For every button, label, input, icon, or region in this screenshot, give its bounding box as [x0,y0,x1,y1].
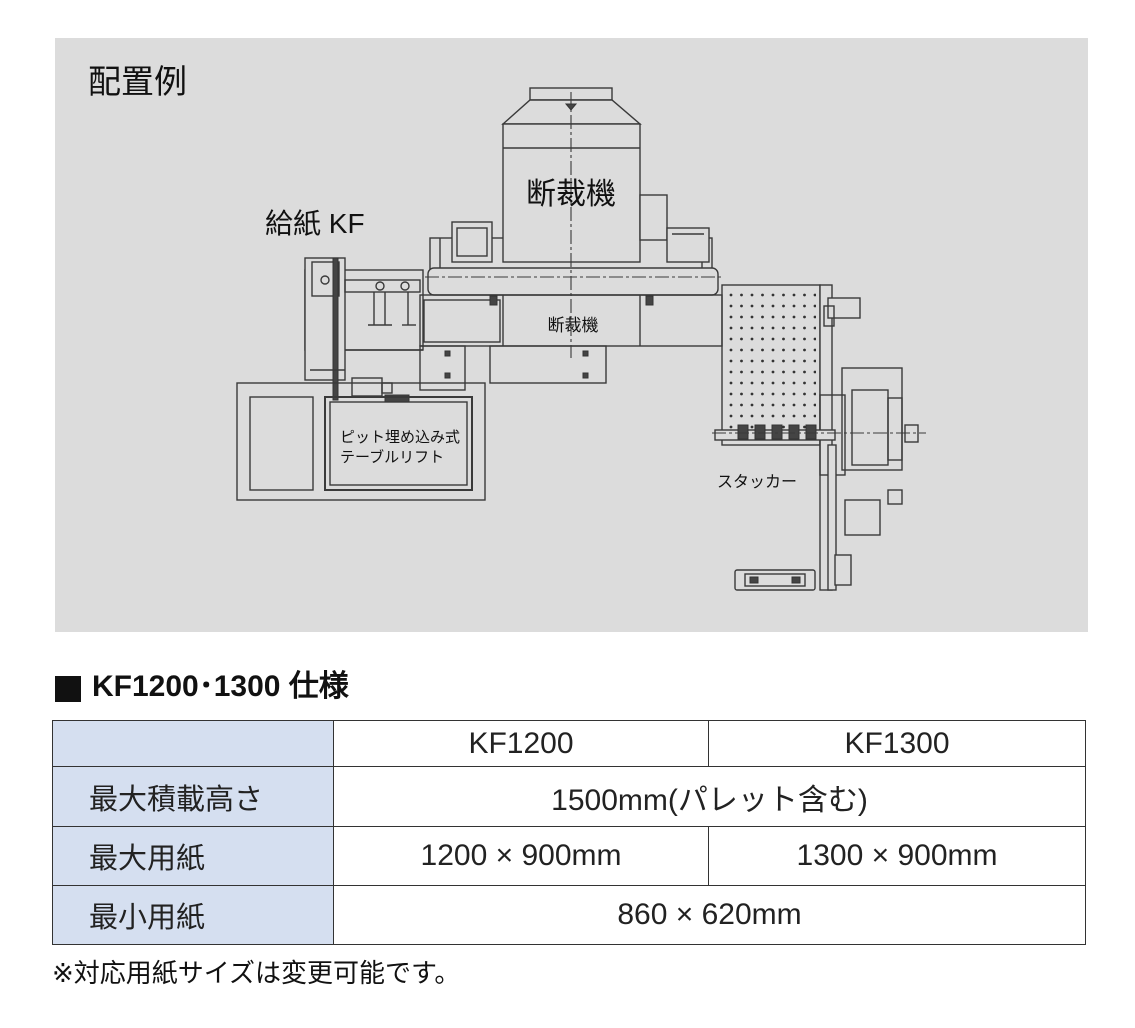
stacker: スタッカー [712,284,926,591]
table-row: 最小用紙 860 × 620mm [52,885,1086,945]
row-label-max-paper: 最大用紙 [52,826,334,886]
feeder-label: 給紙 KF [265,208,365,239]
layout-diagram: ピット埋め込み式 テーブルリフト 断裁機 断裁機 [236,87,926,591]
table-row: 最大積載高さ 1500mm(パレット含む) [52,766,1086,827]
spec-heading: KF1200･1300 仕様 [92,670,349,703]
row-label-min-paper: 最小用紙 [52,885,334,945]
pit-lift-label-line1: ピット埋め込み式 [340,429,460,446]
table-header-row: KF1200 KF1300 [52,720,1086,767]
min-paper-value: 860 × 620mm [333,885,1086,945]
cutter-machine: 断裁機 断裁機 [419,87,724,391]
cutter-small-label: 断裁機 [548,316,599,335]
pit-table-lift: ピット埋め込み式 テーブルリフト [236,382,486,501]
feeder-kf [304,257,424,403]
max-paper-kf1200-value: 1200 × 900mm [333,826,709,886]
column-header-kf1200: KF1200 [333,720,709,767]
pit-lift-label-line2: テーブルリフト [340,448,444,466]
cutter-large-label: 断裁機 [526,178,616,211]
table-corner-cell [52,720,334,767]
stacker-label: スタッカー [717,473,797,491]
table-row: 最大用紙 1200 × 900mm 1300 × 900mm [52,826,1086,886]
heading-square-icon [55,676,81,702]
max-paper-kf1300-value: 1300 × 900mm [708,826,1086,886]
spec-table: KF1200 KF1300 最大積載高さ 1500mm(パレット含む) 最大用紙… [52,720,1086,945]
max-load-height-value: 1500mm(パレット含む) [333,766,1086,827]
row-label-max-load-height: 最大積載高さ [52,766,334,827]
column-header-kf1300: KF1300 [708,720,1086,767]
footnote: ※対応用紙サイズは変更可能です。 [52,958,461,988]
layout-example-title: 配置例 [88,63,187,100]
